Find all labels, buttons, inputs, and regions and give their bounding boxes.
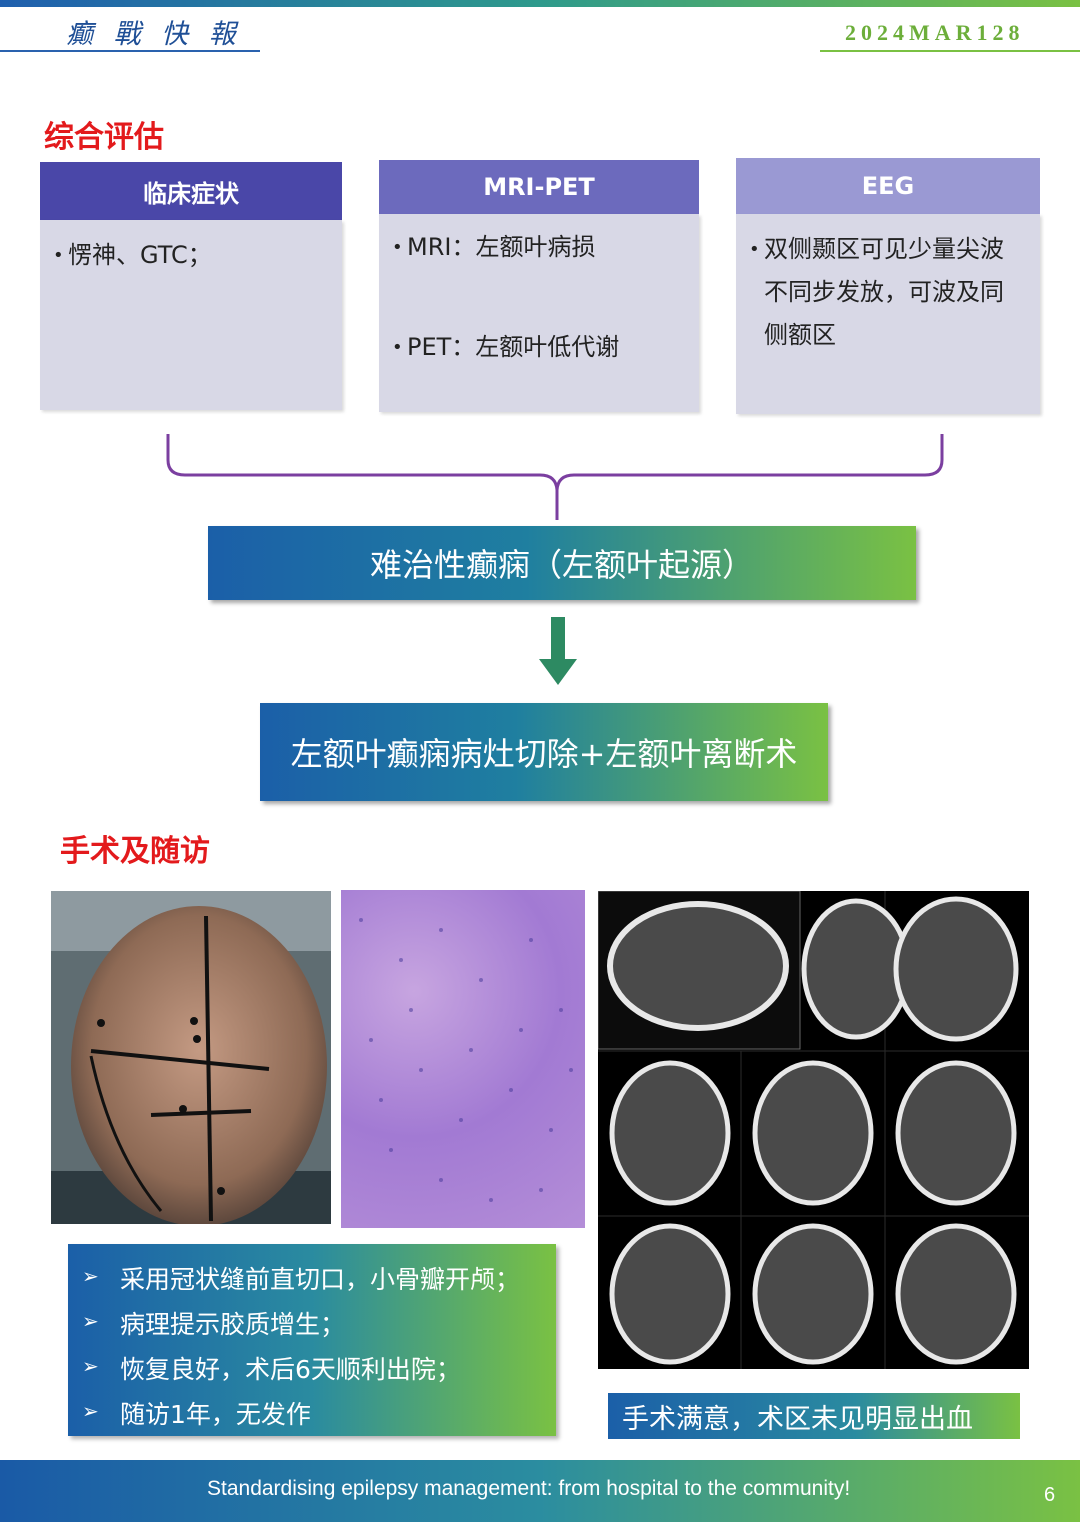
ct-scan-grid	[598, 891, 1029, 1369]
footer-slogan: Standardising epilepsy management: from …	[207, 1477, 851, 1500]
card-item-cont: 不同步发放，可波及同	[764, 271, 1004, 314]
card-body-eeg: 双侧颞区可见少量尖波 不同步发放，可波及同 侧额区	[736, 214, 1040, 414]
card-item: 双侧颞区可见少量尖波	[749, 228, 1004, 271]
card-item: PET：左额叶低代谢	[392, 326, 619, 369]
brand-underline	[0, 50, 260, 52]
surgery-photo	[51, 891, 331, 1224]
top-gradient-bar	[0, 0, 1080, 7]
arrow-bullet-icon: ➢	[82, 1399, 99, 1423]
footer-bar	[0, 1460, 1080, 1522]
procedure-banner: 左额叶癫痫病灶切除+左额叶离断术	[260, 703, 828, 801]
section-title-surgery: 手术及随访	[60, 834, 210, 869]
card-item: MRI：左额叶病损	[392, 226, 596, 269]
arrow-down-icon	[539, 617, 577, 685]
arrow-bullet-icon: ➢	[82, 1264, 99, 1288]
card-body-mri-pet: MRI：左额叶病损 PET：左额叶低代谢	[379, 214, 699, 412]
diagnosis-banner: 难治性癫痫（左额叶起源）	[208, 526, 916, 600]
card-item: 愣神、GTC；	[53, 234, 212, 277]
histology-texture	[359, 918, 573, 1202]
arrow-bullet-icon: ➢	[82, 1309, 99, 1333]
card-head-eeg: EEG	[736, 158, 1040, 214]
card-body-clinical: 愣神、GTC；	[40, 220, 342, 410]
card-item-line: 侧额区	[764, 321, 836, 349]
card-eeg: EEG 双侧颞区可见少量尖波 不同步发放，可波及同 侧额区	[736, 158, 1040, 414]
summary-item: 恢复良好，术后6天顺利出院；	[120, 1355, 461, 1384]
card-head-clinical: 临床症状	[40, 162, 342, 220]
summary-item: 随访1年，无发作	[120, 1400, 311, 1429]
surgery-summary-box: ➢ 采用冠状缝前直切口，小骨瓣开颅； ➢ 病理提示胶质增生； ➢ 恢复良好，术后…	[68, 1244, 556, 1436]
section-title-assessment: 综合评估	[44, 120, 164, 155]
card-mri-pet: MRI-PET MRI：左额叶病损 PET：左额叶低代谢	[379, 160, 699, 412]
ct-caption: 手术满意，术区未见明显出血	[608, 1393, 1020, 1439]
card-clinical-symptoms: 临床症状 愣神、GTC；	[40, 162, 342, 410]
page-number: 6	[1044, 1484, 1056, 1506]
scalp-marking-image	[51, 891, 331, 1224]
journal-brand: 癫 戰 快 報	[66, 19, 242, 50]
summary-item: 采用冠状缝前直切口，小骨瓣开颅；	[120, 1265, 521, 1294]
card-head-mri-pet: MRI-PET	[379, 160, 699, 214]
summary-item: 病理提示胶质增生；	[120, 1310, 346, 1339]
arrow-bullet-icon: ➢	[82, 1354, 99, 1378]
ct-slices	[598, 891, 1029, 1369]
card-item-line: 不同步发放，可波及同	[764, 278, 1004, 306]
histology-image	[341, 890, 585, 1228]
issue-underline	[820, 50, 1080, 52]
brace-connector	[166, 434, 944, 520]
issue-number: 2024MAR128	[845, 20, 1025, 45]
card-item-cont: 侧额区	[764, 314, 836, 357]
